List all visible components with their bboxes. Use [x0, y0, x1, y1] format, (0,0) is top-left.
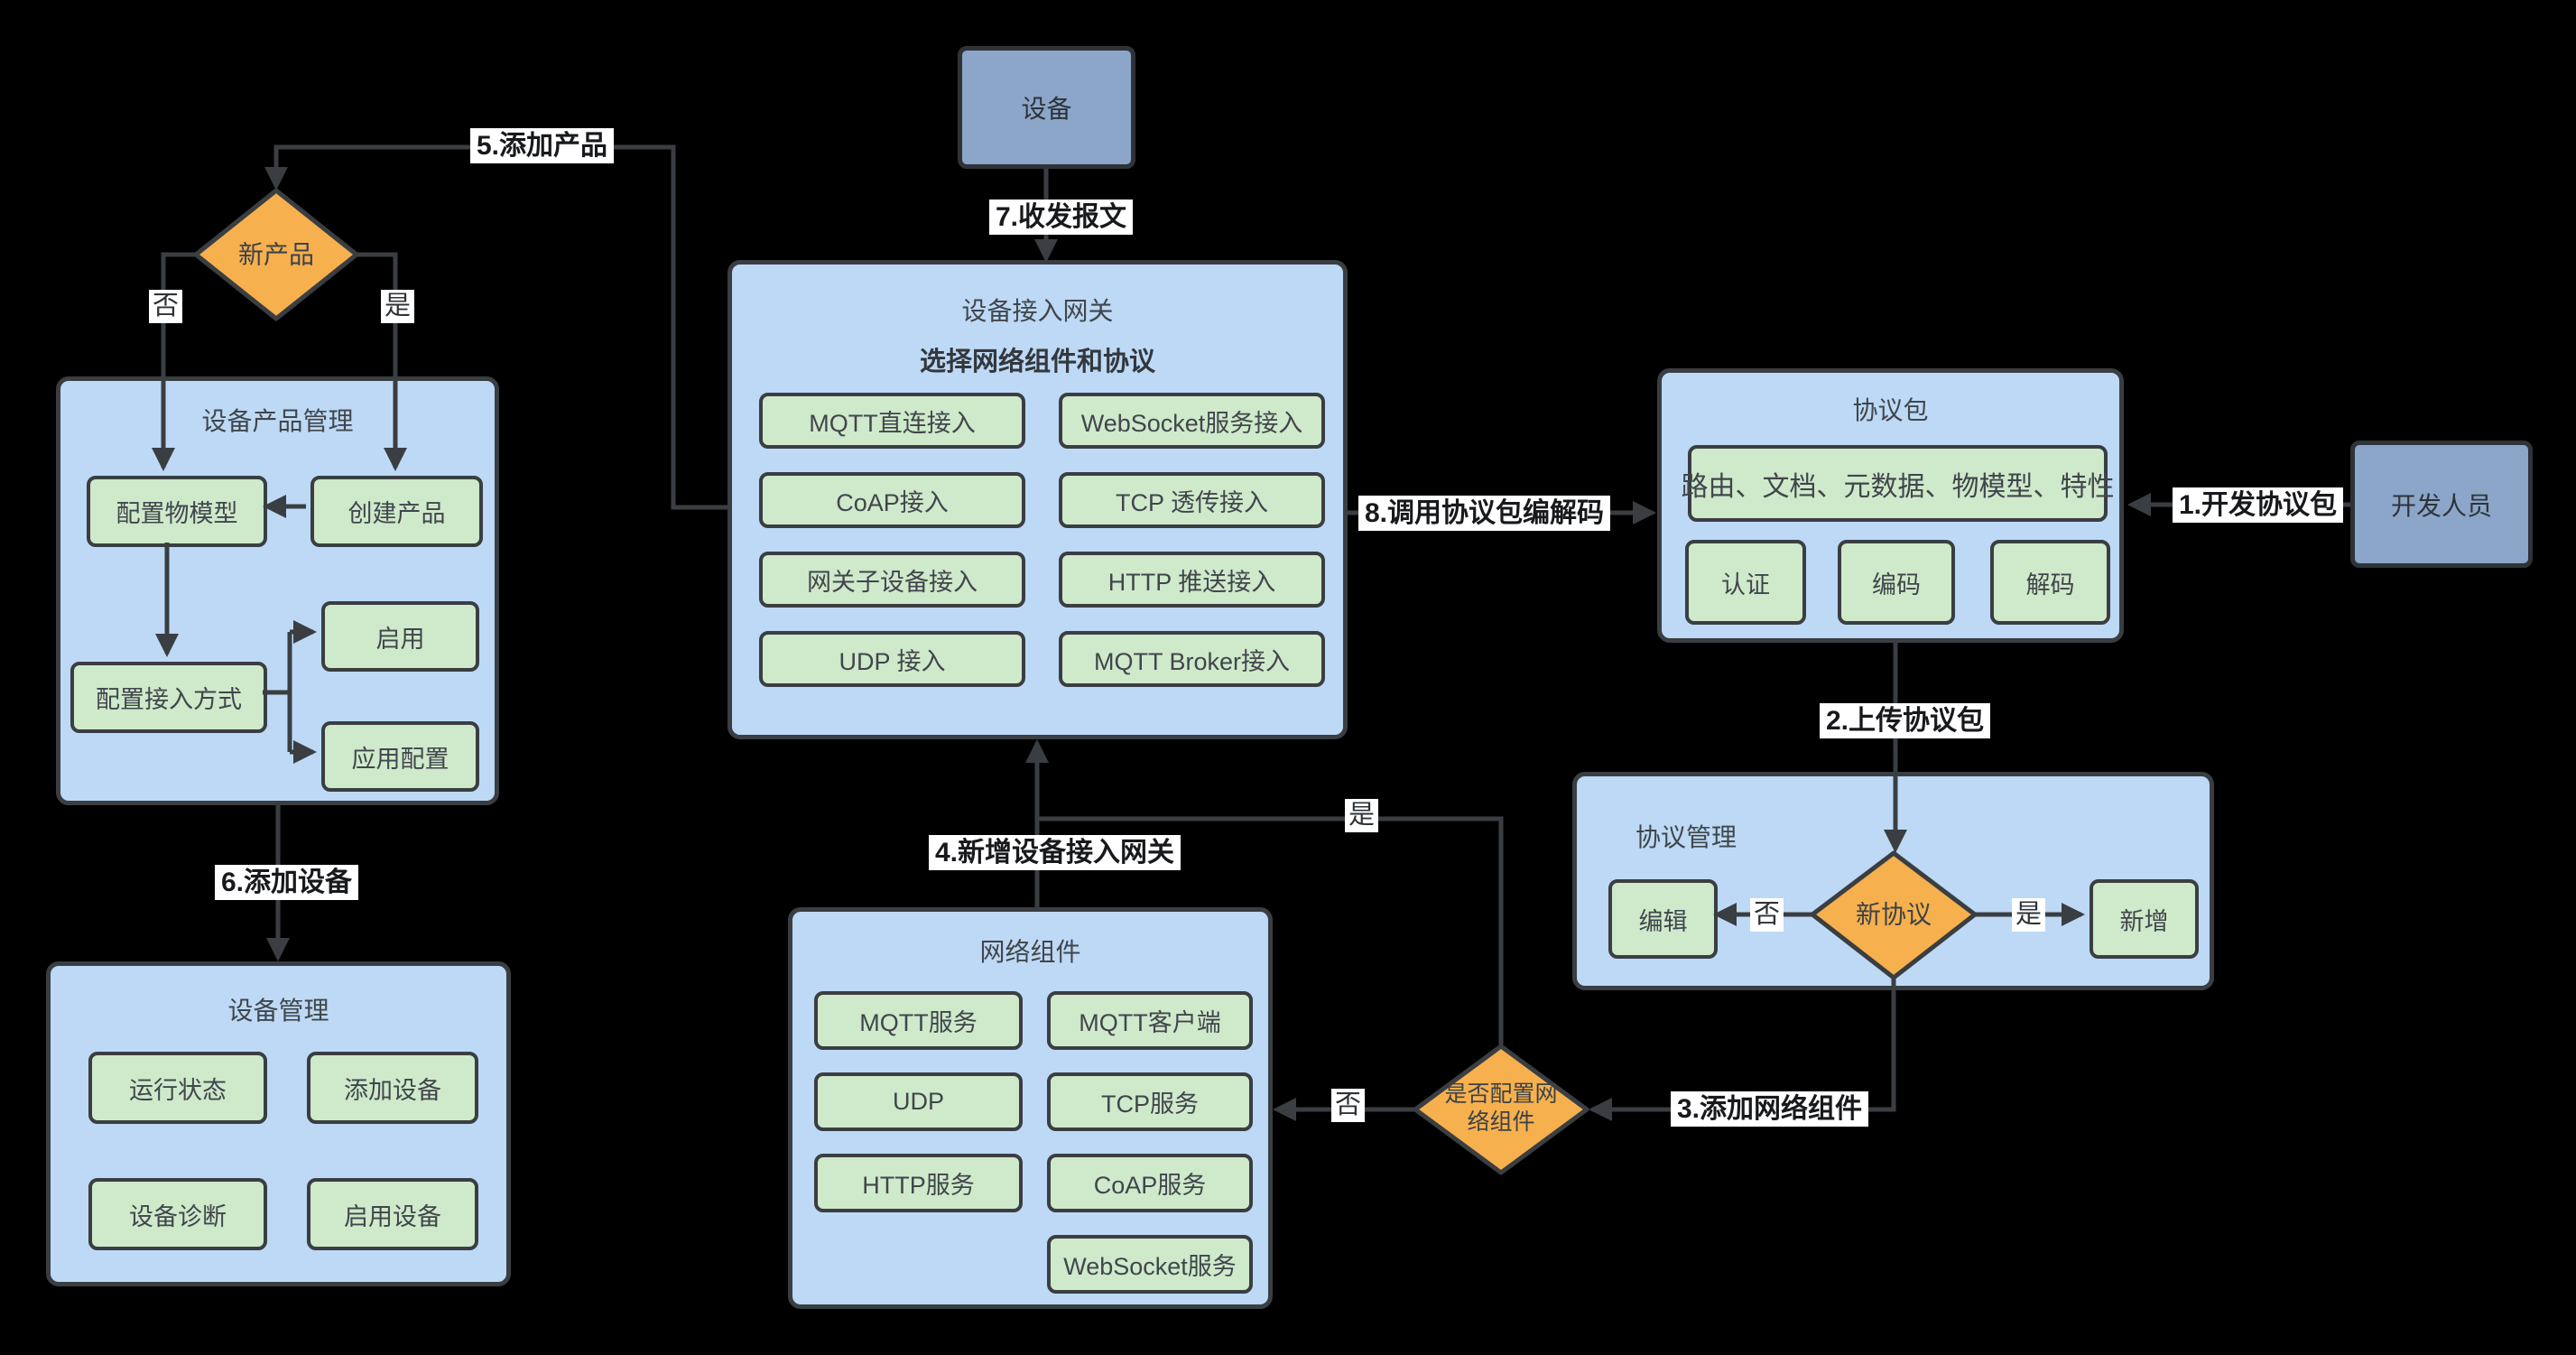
enable-node: 启用: [321, 601, 479, 672]
gateway-node-coap: CoAP接入: [759, 472, 1025, 528]
protocol-auth-node: 认证: [1685, 540, 1806, 625]
protocol-encode-node: 编码: [1838, 540, 1955, 625]
step1-label: 1.开发协议包: [2173, 487, 2344, 523]
coap-service-node: CoAP服务: [1047, 1154, 1253, 1212]
arrowhead-right-icon: [1633, 501, 1656, 524]
app-config-node: 应用配置: [321, 721, 479, 792]
new-product-decision-label: 新产品: [237, 240, 315, 269]
arrowhead-left-icon: [2127, 493, 2151, 516]
gateway-node-udp: UDP 接入: [759, 631, 1025, 687]
protocol-decode-node: 解码: [1990, 540, 2110, 625]
step2-label: 2.上传协议包: [1820, 703, 1991, 738]
configure-network-line2: 络组件: [1467, 1109, 1535, 1135]
device-diagnose-node: 设备诊断: [88, 1178, 267, 1250]
step3-label: 3.添加网络组件: [1671, 1091, 1869, 1127]
step5-label: 5.添加产品: [470, 128, 615, 163]
developer-node: 开发人员: [2350, 441, 2533, 568]
gateway-node-mqtt-direct: MQTT直连接入: [759, 393, 1025, 449]
protocol-package-title: 协议包: [1852, 396, 1929, 424]
product-management-title: 设备产品管理: [201, 407, 354, 435]
step6-label: 6.添加设备: [215, 865, 359, 900]
mqtt-client-node: MQTT客户端: [1047, 991, 1253, 1050]
udp-node: UDP: [814, 1072, 1023, 1131]
newproduct-no-label: 否: [149, 290, 183, 324]
run-status-node: 运行状态: [88, 1052, 267, 1124]
newproduct-yes-label: 是: [381, 290, 415, 324]
http-service-node: HTTP服务: [814, 1154, 1023, 1212]
edge-protocol-networkdecision: [1592, 978, 1896, 1112]
gateway-box: 设备接入网关 选择网络组件和协议 MQTT直连接入 WebSocket服务接入 …: [727, 260, 1348, 739]
device-management-box: 设备管理 运行状态 添加设备 设备诊断 启用设备: [46, 961, 511, 1286]
protocol-management-title: 协议管理: [1635, 823, 1737, 851]
gateway-node-websocket: WebSocket服务接入: [1059, 393, 1325, 449]
mqtt-service-node: MQTT服务: [814, 991, 1023, 1050]
step7-label: 7.收发报文: [989, 200, 1134, 235]
create-product-node: 创建产品: [310, 476, 483, 547]
step4-label: 4.新增设备接入网关: [929, 835, 1181, 870]
enable-device-node: 启用设备: [307, 1178, 478, 1250]
arrowhead-up-icon: [1025, 739, 1049, 763]
configure-network-line1: 是否配置网: [1444, 1081, 1558, 1107]
protocol-add-node: 新增: [2090, 879, 2199, 959]
device-management-title: 设备管理: [227, 997, 329, 1025]
protocol-yes-label: 是: [2012, 898, 2046, 933]
arrowhead-down-icon: [264, 167, 288, 190]
arrowhead-left-icon: [1273, 1098, 1296, 1121]
network-components-box: 网络组件 MQTT服务 MQTT客户端 UDP TCP服务 HTTP服务 CoA…: [788, 907, 1273, 1309]
gateway-node-subdevice: 网关子设备接入: [759, 552, 1025, 608]
gateway-node-tcp: TCP 透传接入: [1059, 472, 1325, 528]
protocol-no-label: 否: [1750, 898, 1784, 933]
product-management-box: 设备产品管理 配置物模型 创建产品 启用 配置接入方式 应用配置: [56, 376, 499, 805]
add-device-node: 添加设备: [307, 1052, 478, 1124]
config-access-node: 配置接入方式: [70, 662, 267, 733]
network-yes-label: 是: [1345, 799, 1379, 833]
config-model-node: 配置物模型: [87, 476, 267, 547]
gateway-node-mqtt-broker: MQTT Broker接入: [1059, 631, 1325, 687]
gateway-title: 设备接入网关: [961, 297, 1114, 325]
step8-label: 8.调用协议包编解码: [1358, 496, 1611, 531]
device-node: 设备: [958, 46, 1135, 169]
network-no-label: 否: [1331, 1089, 1366, 1123]
gateway-subtitle: 选择网络组件和协议: [919, 348, 1155, 376]
protocol-edit-node: 编辑: [1608, 879, 1718, 959]
new-protocol-decision-label: 新协议: [1855, 900, 1932, 929]
websocket-service-node: WebSocket服务: [1047, 1235, 1253, 1294]
protocol-package-box: 协议包 路由、文档、元数据、物模型、特性 认证 编码 解码: [1657, 368, 2124, 643]
protocol-management-box: 协议管理 编辑 新增: [1572, 772, 2214, 990]
gateway-node-http: HTTP 推送接入: [1059, 552, 1325, 608]
network-components-title: 网络组件: [979, 938, 1081, 966]
arrowhead-left-icon: [1589, 1098, 1612, 1121]
tcp-service-node: TCP服务: [1047, 1072, 1253, 1131]
protocol-feature-node: 路由、文档、元数据、物模型、特性: [1682, 445, 2115, 522]
configure-network-decision-label: 是否配置网 络组件: [1444, 1081, 1557, 1137]
arrowhead-down-icon: [266, 938, 290, 961]
